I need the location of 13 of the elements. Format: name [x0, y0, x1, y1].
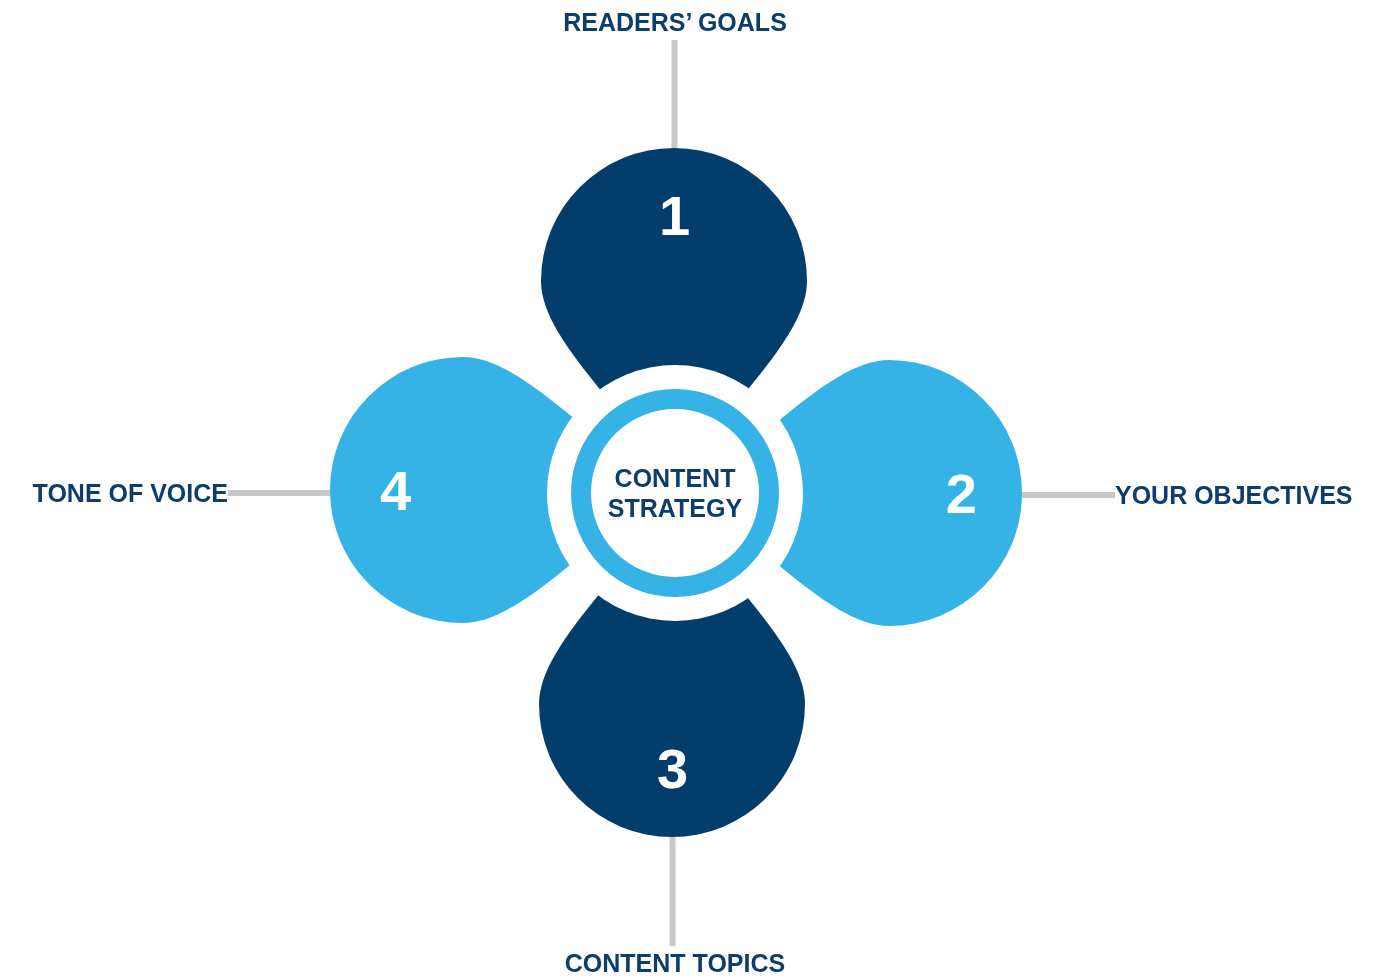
petal-number: 2 [945, 465, 977, 522]
connector-line [669, 837, 676, 946]
connector-line [1022, 492, 1115, 498]
category-label: YOUR OBJECTIVES [1115, 482, 1353, 508]
center-title: CONTENT STRATEGY [606, 463, 744, 523]
petal-number: 4 [380, 462, 412, 519]
category-label: READERS’ GOALS [563, 9, 787, 35]
connector-line [671, 40, 678, 148]
category-label: TONE OF VOICE [32, 480, 228, 506]
connector-line [228, 490, 330, 496]
petal-number: 1 [658, 184, 691, 247]
petal-number: 3 [656, 737, 689, 800]
category-label: CONTENT TOPICS [564, 950, 786, 976]
